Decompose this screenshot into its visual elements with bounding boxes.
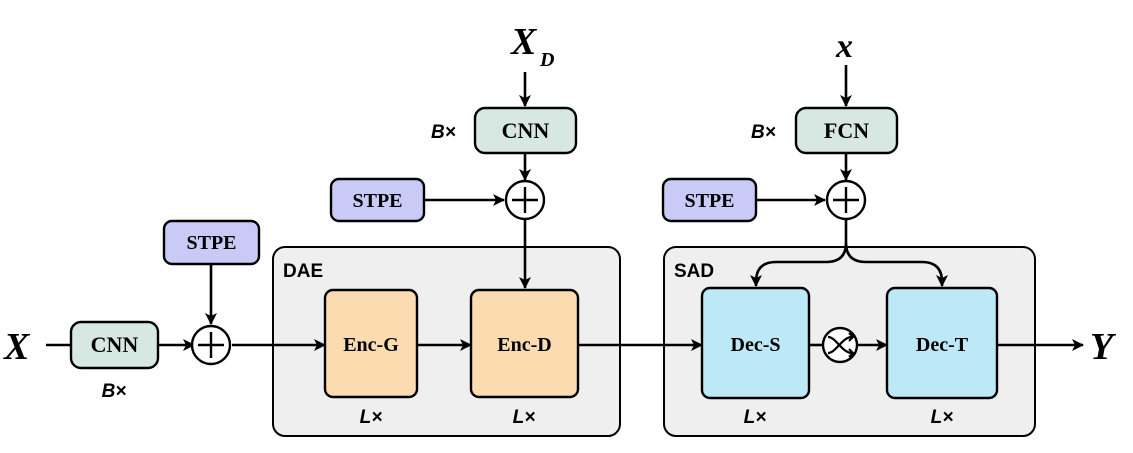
enc-g-multiplier: L× xyxy=(360,407,383,428)
dec-t-label: Dec-T xyxy=(916,334,969,356)
enc-d-multiplier: L× xyxy=(513,407,536,428)
input-xd-base: X xyxy=(510,21,538,63)
cnn-top-label: CNN xyxy=(502,118,550,143)
shuffle-icon xyxy=(827,332,855,358)
stpe-mid-label: STPE xyxy=(352,190,402,212)
enc-d-label: Enc-D xyxy=(497,334,551,356)
sum-node-mid xyxy=(504,179,546,221)
stpe-right-label: STPE xyxy=(684,190,734,212)
sum-node-right xyxy=(825,179,867,221)
dae-group-label: DAE xyxy=(283,261,323,282)
edges xyxy=(46,65,1084,351)
mix-node xyxy=(821,326,859,364)
enc-g-label: Enc-G xyxy=(343,334,399,356)
cnn-top-multiplier: B× xyxy=(431,122,456,143)
stpe-right-block: STPE xyxy=(661,177,758,223)
stpe-mid-block: STPE xyxy=(329,177,426,223)
cnn-main-block: CNN xyxy=(69,320,160,370)
input-xd-subscript: D xyxy=(539,49,554,71)
cnn-top-block: CNN xyxy=(473,106,578,155)
input-xd-label: X D xyxy=(510,21,554,71)
fcn-block: FCN xyxy=(794,106,899,155)
output-y-label: Y xyxy=(1090,326,1117,368)
dec-t-multiplier: L× xyxy=(931,407,954,428)
sad-group-label: SAD xyxy=(674,261,714,282)
input-x-small-label: x xyxy=(835,28,853,65)
fcn-label: FCN xyxy=(824,118,869,143)
stpe-left-label: STPE xyxy=(186,232,236,254)
fcn-multiplier: B× xyxy=(751,122,776,143)
enc-g-block: Enc-G xyxy=(323,288,419,399)
edge-sum-right-to-decs xyxy=(750,220,848,287)
stpe-left-block: STPE xyxy=(162,219,261,266)
dec-t-block: Dec-T xyxy=(885,286,999,400)
sum-node-left xyxy=(190,324,232,366)
enc-d-block: Enc-D xyxy=(469,288,580,399)
cnn-main-label: CNN xyxy=(91,332,139,357)
input-x-label: X xyxy=(3,326,31,368)
cnn-main-multiplier: B× xyxy=(102,381,127,402)
dec-s-multiplier: L× xyxy=(744,407,767,428)
dec-s-block: Dec-S xyxy=(700,286,811,400)
edge-sum-right-to-dect xyxy=(844,242,948,287)
dec-s-label: Dec-S xyxy=(731,334,781,356)
